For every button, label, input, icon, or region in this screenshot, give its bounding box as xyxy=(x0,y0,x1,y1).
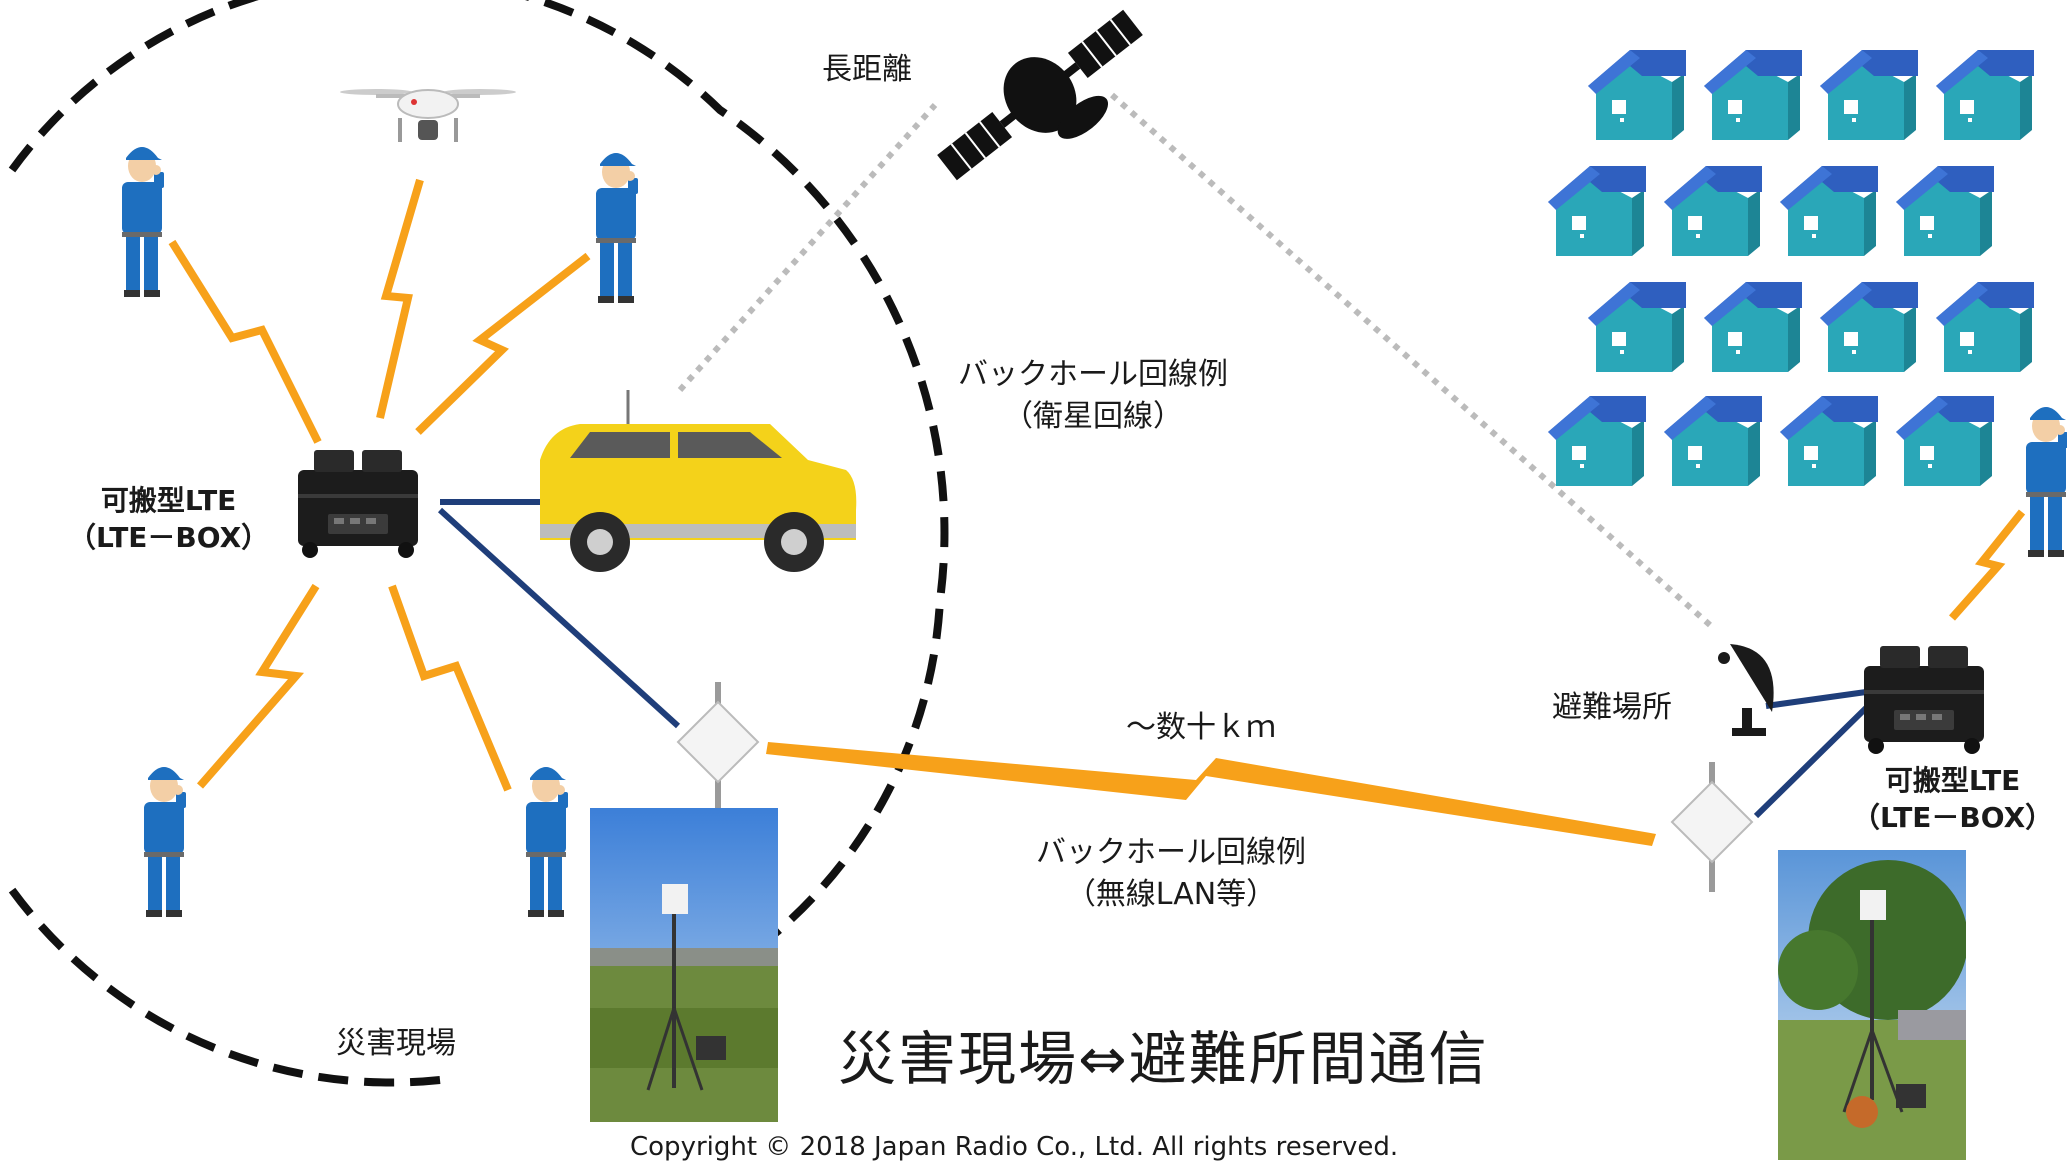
lte-box-icon xyxy=(1864,646,1984,754)
house-icon xyxy=(1664,166,1762,256)
signal-bolt xyxy=(376,178,424,419)
worker-icon xyxy=(596,153,638,303)
signal-bolt xyxy=(1949,509,2026,621)
distance-label: ～数十ｋｍ xyxy=(1126,710,1276,745)
disaster-site-label: 災害現場 xyxy=(336,1026,456,1061)
backhaul-wireless-label: バックホール回線例 （無線LAN等） xyxy=(1036,832,1306,916)
house-icon xyxy=(1896,166,1994,256)
worker-icon xyxy=(122,147,164,297)
house-icon xyxy=(1664,396,1762,486)
backhaul-satellite-label-line2: （衛星回線） xyxy=(1003,399,1183,434)
satellite-link-right xyxy=(1110,92,1712,628)
lte-box-icon xyxy=(298,450,418,558)
satellite-link-left xyxy=(677,102,938,393)
house-icon xyxy=(1936,282,2034,372)
lte-box-label-left-line1: 可搬型LTE xyxy=(100,484,237,517)
wired-link-dish xyxy=(1765,689,1867,709)
wired-link-antenna-right xyxy=(1753,705,1869,819)
copyright-text: Copyright © 2018 Japan Radio Co., Ltd. A… xyxy=(630,1132,1399,1162)
antenna-icon xyxy=(677,681,759,813)
drone-icon xyxy=(340,89,516,142)
house-icon xyxy=(1820,50,1918,140)
house-icon xyxy=(1896,396,1994,486)
signal-bolt xyxy=(196,583,320,789)
long-distance-label: 長距離 xyxy=(822,52,912,87)
car-icon xyxy=(540,390,857,572)
backhaul-wireless-label-line1: バックホール回線例 xyxy=(1036,835,1306,870)
wireless-backhaul-link xyxy=(766,742,1656,846)
worker-icon xyxy=(526,767,568,917)
signal-bolt xyxy=(388,584,512,792)
house-icon xyxy=(1588,282,1686,372)
signal-bolt xyxy=(415,252,591,435)
lte-box-label-left-line2: （LTE－BOX） xyxy=(68,521,270,554)
lte-box-label-right: 可搬型LTE （LTE－BOX） xyxy=(1852,762,2053,836)
lte-box-label-left: 可搬型LTE （LTE－BOX） xyxy=(68,482,269,556)
house-icon xyxy=(1704,50,1802,140)
dish-icon xyxy=(1718,644,1774,736)
lte-box-label-right-line1: 可搬型LTE xyxy=(1884,764,2021,797)
house-icon xyxy=(1780,166,1878,256)
wired-link-antenna xyxy=(437,507,681,729)
house-icon xyxy=(1780,396,1878,486)
house-grid xyxy=(1548,50,2034,486)
backhaul-satellite-label: バックホール回線例 （衛星回線） xyxy=(958,354,1228,438)
lte-box-label-right-line2: （LTE－BOX） xyxy=(1852,801,2054,834)
antenna-icon xyxy=(1671,761,1753,893)
shelter-label: 避難場所 xyxy=(1552,690,1672,725)
house-icon xyxy=(1548,396,1646,486)
field-photo-shelter xyxy=(1778,850,1966,1160)
worker-icon xyxy=(2026,407,2067,557)
house-icon xyxy=(1704,282,1802,372)
signal-bolt xyxy=(168,239,322,444)
backhaul-wireless-label-line2: （無線LAN等） xyxy=(1065,877,1277,912)
house-icon xyxy=(1820,282,1918,372)
backhaul-satellite-label-line1: バックホール回線例 xyxy=(958,357,1228,392)
house-icon xyxy=(1588,50,1686,140)
field-photo-disaster-site xyxy=(590,808,778,1122)
house-icon xyxy=(1936,50,2034,140)
disaster-area-boundary xyxy=(8,0,949,1087)
house-icon xyxy=(1548,166,1646,256)
worker-icon xyxy=(144,767,186,917)
satellite-icon xyxy=(937,9,1143,181)
page-title: 災害現場⇔避難所間通信 xyxy=(838,1025,1489,1093)
